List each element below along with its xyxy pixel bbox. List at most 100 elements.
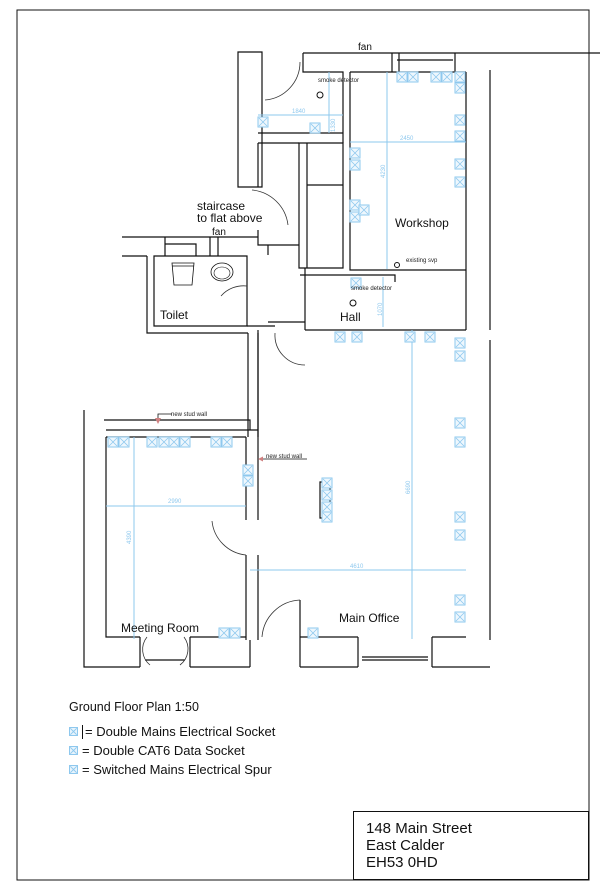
svp-label: existing svp <box>406 258 438 264</box>
wall <box>247 325 275 437</box>
socket-icon <box>441 71 453 83</box>
basin-bowl <box>213 266 231 280</box>
socket-cross <box>222 437 232 447</box>
legend-item: = Double CAT6 Data Socket <box>69 741 275 760</box>
legend-label: = Switched Mains Electrical Spur <box>82 762 272 777</box>
socket-icon <box>309 122 321 134</box>
socket-cross <box>455 72 465 82</box>
door-swing <box>220 285 248 297</box>
wall <box>122 236 258 334</box>
socket-icon <box>430 71 442 83</box>
legend-label: = Double CAT6 Data Socket <box>82 743 245 758</box>
door-swing <box>142 636 151 666</box>
socket-cross <box>359 205 369 215</box>
socket-icon <box>454 82 466 94</box>
socket-icon <box>321 489 333 501</box>
room-label-hall: Hall <box>340 310 361 324</box>
socket-icon <box>349 211 361 223</box>
double-cat6-socket-icon <box>69 746 78 755</box>
socket-icon <box>454 337 466 349</box>
socket-icon <box>242 475 254 487</box>
wall <box>257 143 299 255</box>
door-swing <box>274 332 306 366</box>
dimension-label: 1330 <box>331 118 337 132</box>
socket-cross <box>350 160 360 170</box>
smoke-detector-label: smoke detector <box>318 78 359 84</box>
socket-cross <box>397 72 407 82</box>
socket-cross <box>211 437 221 447</box>
socket-icon <box>358 204 370 216</box>
wall <box>349 72 467 330</box>
socket-icon <box>321 477 333 489</box>
socket-icon <box>350 277 362 289</box>
socket-cross <box>455 512 465 522</box>
socket-icon <box>307 627 319 639</box>
socket-icon <box>454 114 466 126</box>
dimension-label: 1840 <box>292 109 306 115</box>
legend-item: = Switched Mains Electrical Spur <box>69 760 275 779</box>
socket-cross <box>310 123 320 133</box>
socket-cross <box>352 332 362 342</box>
socket-icon <box>396 71 408 83</box>
socket-cross <box>455 338 465 348</box>
socket-cross <box>308 628 318 638</box>
socket-cross <box>119 437 129 447</box>
socket-icon <box>321 511 333 523</box>
door-swing <box>179 636 189 666</box>
wall <box>258 88 344 144</box>
socket-cross <box>335 332 345 342</box>
socket-icon <box>107 436 119 448</box>
socket-icon <box>351 331 363 343</box>
socket-cross <box>425 332 435 342</box>
arrow-head <box>258 456 263 462</box>
legend-item: = Double Mains Electrical Socket <box>69 722 275 741</box>
sockets <box>107 71 466 639</box>
staircase-label: to flat above <box>197 211 263 225</box>
wall <box>298 142 344 269</box>
socket-cross <box>350 212 360 222</box>
socket-icon <box>454 130 466 142</box>
socket-cross <box>455 437 465 447</box>
wall <box>83 410 251 668</box>
socket-icon <box>404 331 416 343</box>
address-line: 148 Main Street <box>366 820 472 837</box>
wall <box>357 637 433 667</box>
legend-label: = Double Mains Electrical Socket <box>85 724 276 739</box>
walls <box>83 51 600 668</box>
door-swing <box>211 520 247 556</box>
socket-icon <box>334 331 346 343</box>
socket-icon <box>321 501 333 513</box>
dimension-label: 2450 <box>400 136 414 142</box>
socket-icon <box>424 331 436 343</box>
socket-cross <box>455 177 465 187</box>
dimension-label: 1070 <box>378 302 384 316</box>
socket-icon <box>257 116 269 128</box>
socket-icon <box>210 436 222 448</box>
wall <box>164 237 219 256</box>
socket-cross <box>219 628 229 638</box>
socket-cross <box>243 465 253 475</box>
socket-icon <box>168 436 180 448</box>
wall <box>237 51 263 188</box>
socket-icon <box>454 158 466 170</box>
smoke-detector-icon <box>316 91 324 99</box>
socket-icon <box>454 176 466 188</box>
legend: Ground Floor Plan 1:50 = Double Mains El… <box>69 700 275 779</box>
wall <box>268 268 466 331</box>
toilet-fixture <box>171 262 195 286</box>
socket-cross <box>322 512 332 522</box>
dimension-label: 4610 <box>350 564 364 570</box>
socket-cross <box>258 117 268 127</box>
socket-icon <box>118 436 130 448</box>
socket-cross <box>455 595 465 605</box>
socket-icon <box>221 436 233 448</box>
socket-cross <box>455 83 465 93</box>
wall <box>139 637 191 667</box>
socket-icon <box>454 71 466 83</box>
socket-icon <box>242 464 254 476</box>
address-line: EH53 0HD <box>366 854 438 871</box>
socket-cross <box>405 332 415 342</box>
socket-icon <box>454 417 466 429</box>
dimension-label: 2990 <box>168 499 182 505</box>
